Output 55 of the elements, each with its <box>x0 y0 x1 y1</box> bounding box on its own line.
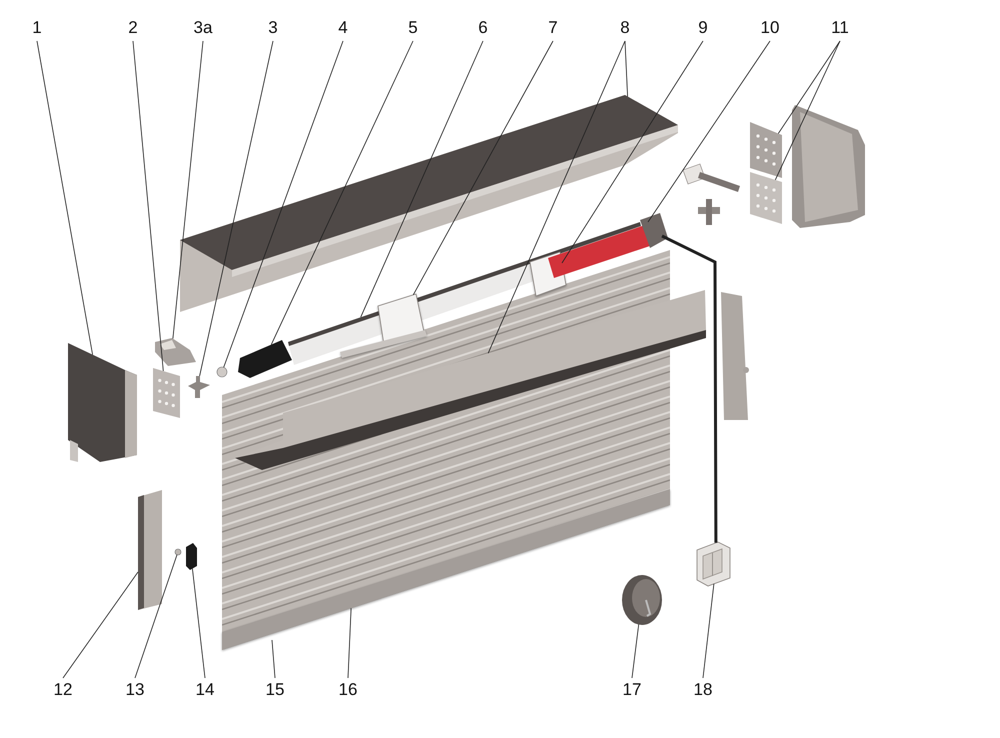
leader-line <box>36 40 93 356</box>
cable <box>661 234 718 543</box>
end-cap <box>238 340 292 378</box>
leader-line <box>272 640 276 678</box>
callout-number: 2 <box>116 17 150 39</box>
leader-line <box>412 40 554 296</box>
leader-line <box>199 40 274 376</box>
leader-line <box>172 40 204 339</box>
callout-number: 3a <box>186 17 220 39</box>
callout-number: 15 <box>258 679 292 701</box>
callout-number: 16 <box>331 679 365 701</box>
callout-number: 3 <box>256 17 290 39</box>
screw <box>175 549 181 555</box>
callout-number: 7 <box>536 17 570 39</box>
callout-number: 1 <box>20 17 54 39</box>
leader-line <box>632 624 640 678</box>
callout-number: 5 <box>396 17 430 39</box>
callout-number: 8 <box>608 17 642 39</box>
leader-line <box>360 40 484 318</box>
leader-line <box>562 40 704 264</box>
bracket <box>155 338 196 366</box>
callout-number: 18 <box>686 679 720 701</box>
leader-line <box>62 572 138 678</box>
bearing-plate <box>750 172 782 224</box>
stopper <box>186 543 197 570</box>
callout-number: 4 <box>326 17 360 39</box>
leader-line <box>624 40 628 97</box>
callout-number: 9 <box>686 17 720 39</box>
leader-line <box>192 568 206 678</box>
leader-line <box>778 40 840 134</box>
leader-line <box>488 40 626 354</box>
callout-number: 11 <box>823 17 857 39</box>
motor-plate <box>750 122 782 178</box>
leader-line <box>134 554 178 678</box>
cross-piece <box>188 376 210 398</box>
leader-line <box>270 40 414 345</box>
side-cover <box>68 343 137 462</box>
shaft-clip <box>340 294 427 358</box>
mounting-plate <box>153 368 180 418</box>
key-switch <box>622 575 662 625</box>
callout-number: 10 <box>753 17 787 39</box>
wall-switch <box>697 542 730 586</box>
callout-number: 6 <box>466 17 500 39</box>
leader-line <box>348 608 352 678</box>
guide-rail <box>138 490 162 610</box>
leader-line <box>648 40 770 222</box>
leader-line <box>223 40 344 368</box>
leader-line <box>702 583 714 678</box>
callout-number: 14 <box>188 679 222 701</box>
callout-number: 17 <box>615 679 649 701</box>
bottom-slat <box>222 489 670 650</box>
callout-number: 12 <box>46 679 80 701</box>
tubular-motor <box>548 213 668 278</box>
ring <box>217 367 227 377</box>
callout-number: 13 <box>118 679 152 701</box>
